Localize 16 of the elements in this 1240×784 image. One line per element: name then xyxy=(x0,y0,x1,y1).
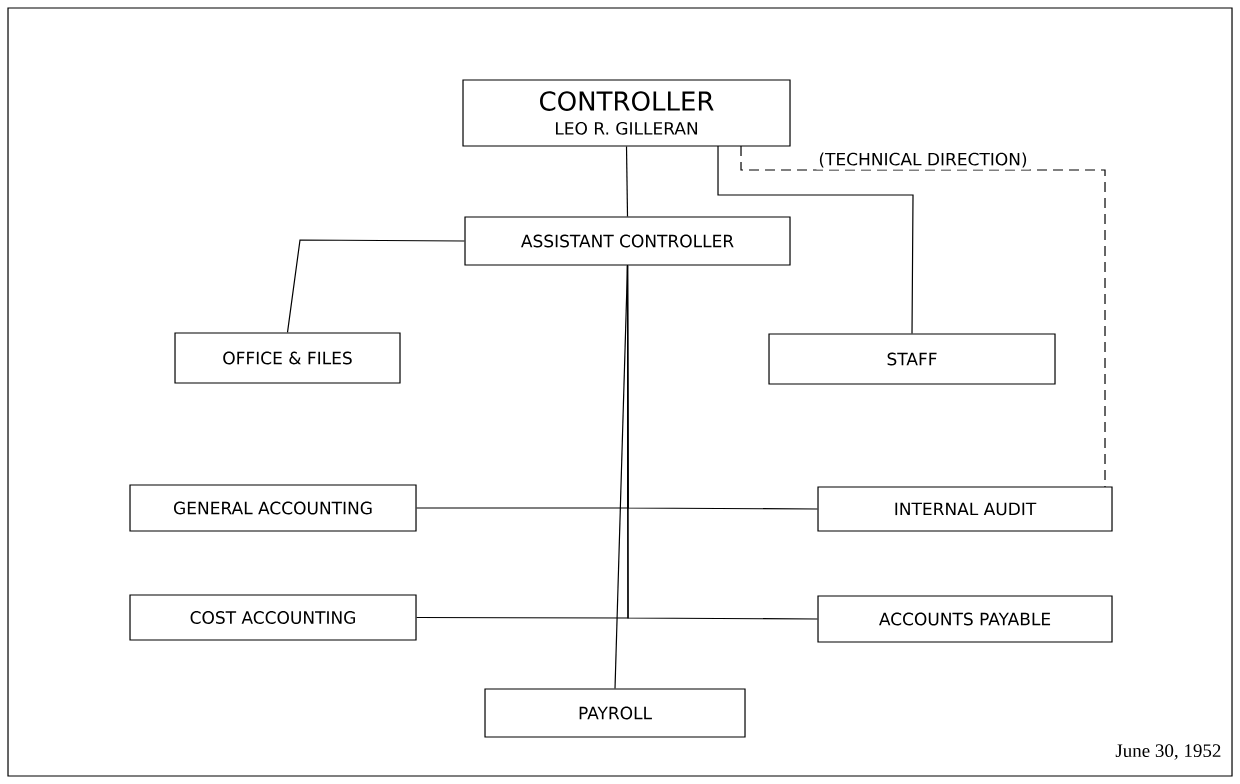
connector-line xyxy=(614,265,629,689)
date-label: June 30, 1952 xyxy=(1115,744,1221,760)
org-box: ASSISTANT CONTROLLER xyxy=(464,216,791,266)
edge-label: (TECHNICAL DIRECTION) xyxy=(816,150,1030,170)
org-box: COST ACCOUNTING xyxy=(129,594,417,641)
org-box: STAFF xyxy=(768,333,1056,385)
org-box: INTERNAL AUDIT xyxy=(817,486,1113,532)
org-box: CONTROLLER LEO R. GILLERAN xyxy=(462,79,791,147)
connector-line xyxy=(717,145,914,334)
org-box: ACCOUNTS PAYABLE xyxy=(817,595,1113,643)
connector-line xyxy=(286,239,465,333)
org-box: GENERAL ACCOUNTING xyxy=(129,484,417,532)
connector-line xyxy=(740,145,1106,488)
connector-line xyxy=(625,146,629,217)
org-box: PAYROLL xyxy=(484,688,746,738)
org-box: OFFICE & FILES xyxy=(174,332,401,384)
